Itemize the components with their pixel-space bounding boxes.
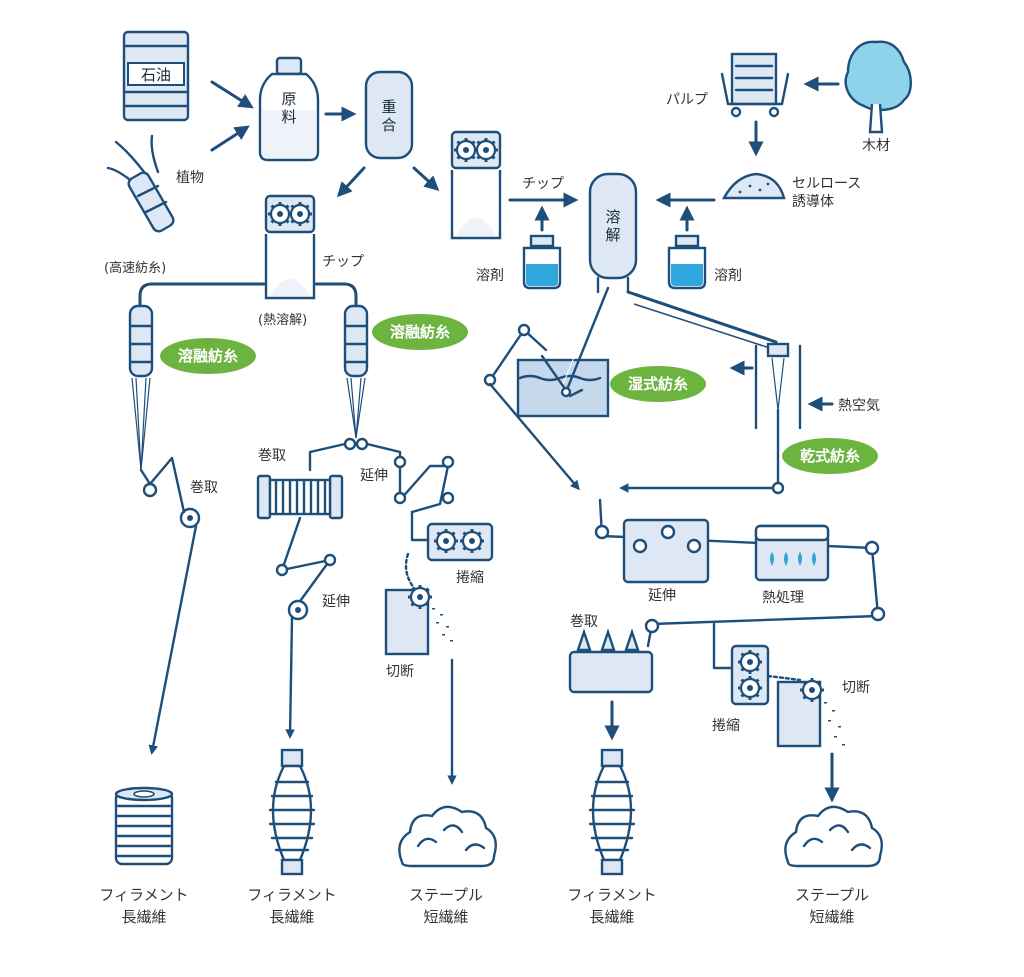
cutter-icon [776,676,826,748]
output-5-line2: 短繊維 [809,908,854,926]
winding-2-label: 巻取 [258,448,286,464]
svg-text:乾式紡糸: 乾式紡糸 [800,447,860,465]
cutter-icon [384,552,434,656]
roller-icon [142,482,158,498]
cotton-icon [784,805,883,868]
crimper-icon [426,522,494,562]
melt-spin-right-badge: 溶融紡糸 [372,314,468,350]
oil-barrel-icon: 石油 [122,30,190,122]
crimp-1-label: 捲縮 [456,570,484,586]
drawing-1-label: 延伸 [360,468,388,484]
output-1-line1: フィラメント [99,886,188,904]
drawing-3-label: 延伸 [648,588,676,604]
svg-text:溶融紡糸: 溶融紡糸 [178,347,238,365]
tree-icon [844,40,912,134]
heat-treatment-label: 熱処理 [762,590,804,606]
cut-2-label: 切断 [842,680,870,696]
output-2-line2: 長繊維 [269,908,314,926]
dissolve-label: 溶解 [605,208,620,244]
hopper-icon [450,130,502,240]
heater-icon [754,524,830,582]
svg-text:湿式紡糸: 湿式紡糸 [628,375,688,393]
raw-material-bottle-icon: 原料 [258,56,320,162]
melt-spin-left-badge: 溶融紡糸 [160,338,256,374]
output-4-line1: フィラメント [567,886,656,904]
chip-left-label: チップ [322,254,364,270]
chip-right-label: チップ [522,176,564,192]
filament-spool-icon [114,786,174,866]
output-2-line1: フィラメント [247,886,336,904]
solvent-left-label: 溶剤 [476,268,504,284]
wood-label: 木材 [862,138,890,154]
cut-1-label: 切断 [386,664,414,680]
staple-fragments [432,608,453,642]
crimper-icon [730,644,770,706]
crimp-2-label: 捲縮 [712,718,740,734]
polymerization-label: 重合 [381,98,396,134]
wet-spin-bath-icon [516,286,610,418]
pulp-cart-icon [720,52,790,118]
spinneret-icon [128,304,154,471]
sugarcane-icon [106,134,175,233]
winding-3-label: 巻取 [570,614,598,630]
drawing-2-label: 延伸 [322,594,350,610]
dry-spin-chamber-icon [754,342,802,430]
polymerization-tank-icon: 重合 [364,70,414,160]
hopper-icon [264,194,316,300]
output-4-line2: 長繊維 [589,908,634,926]
output-3-line1: ステープル [409,886,483,904]
cotton-icon [398,805,497,868]
dry-spin-badge: 乾式紡糸 [782,438,878,474]
flask-icon [667,234,707,290]
flask-icon [522,234,562,290]
staple-fragments [824,702,845,746]
cellulose-label-2: 誘導体 [792,194,834,210]
solvent-right-label: 溶剤 [714,268,742,284]
filament-bobbin-icon [588,748,636,876]
output-3-line2: 短繊維 [423,908,468,926]
plant-label: 植物 [176,170,204,186]
raw-material-label: 原料 [281,90,296,126]
hot-air-label: 熱空気 [838,398,880,414]
melt-heat-label: (熱溶解) [258,313,307,328]
drawing-box-icon [622,518,710,584]
cellulose-label-1: セルロース [792,176,861,192]
powder-icon [721,172,786,200]
winding-1-label: 巻取 [190,480,218,496]
spinneret-icon [343,304,369,439]
output-1-line2: 長繊維 [121,908,166,926]
dissolve-tank-icon: 溶解 [588,172,638,294]
petroleum-label: 石油 [141,66,171,84]
pulp-label: パルプ [666,92,708,108]
high-speed-label: (高速紡糸) [104,260,166,276]
output-5-line1: ステープル [795,886,869,904]
spool-icon [568,628,654,694]
bobbin-icon [256,474,344,520]
filament-bobbin-icon [268,748,316,876]
svg-text:溶融紡糸: 溶融紡糸 [390,323,450,341]
wet-spin-badge: 湿式紡糸 [610,366,706,402]
